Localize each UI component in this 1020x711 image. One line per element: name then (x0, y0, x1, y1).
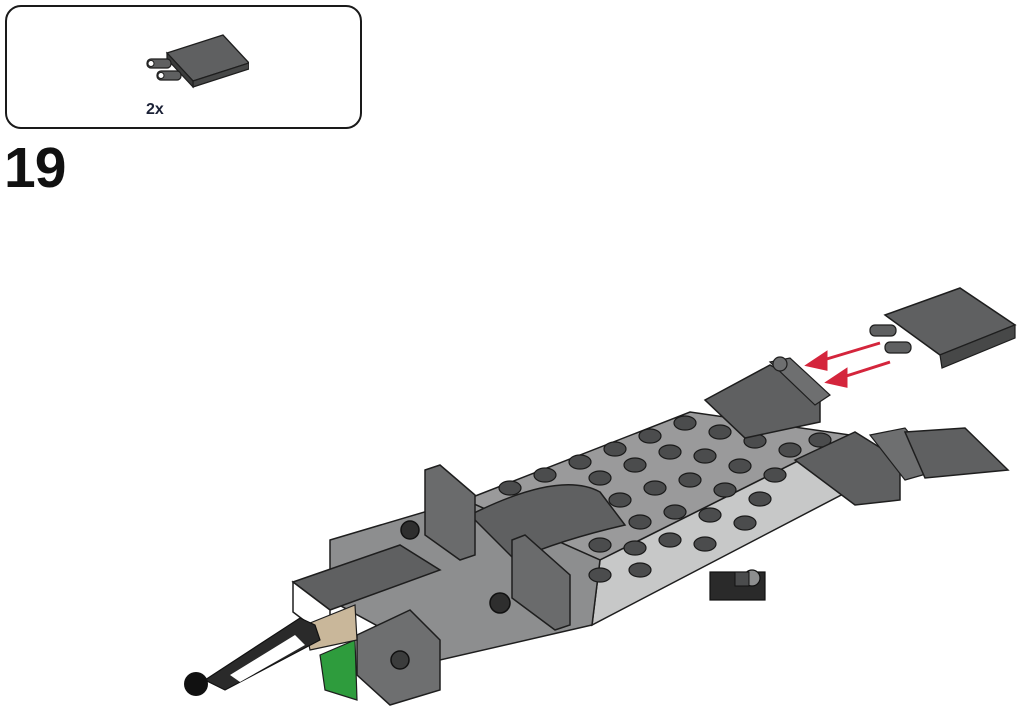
right-upright-panel (511, 534, 571, 631)
front-block (291, 544, 442, 706)
round-stud (489, 592, 511, 614)
left-upright-panel (424, 464, 476, 561)
assembly-arrows (804, 341, 891, 388)
model-illustration (184, 287, 1017, 706)
round-stud (400, 520, 420, 540)
incoming-clip-tile (869, 287, 1017, 369)
under-hinge (709, 569, 766, 601)
rear-right-slope (793, 427, 1010, 506)
parts-callout: 2x (5, 5, 362, 129)
rear-left-slope (703, 356, 831, 439)
part-quantity: 2x (146, 101, 164, 118)
plate-studs (498, 415, 832, 583)
grey-clip-tile-icon (146, 34, 249, 89)
step-number: 19 (4, 136, 66, 200)
tow-bar (184, 617, 321, 696)
